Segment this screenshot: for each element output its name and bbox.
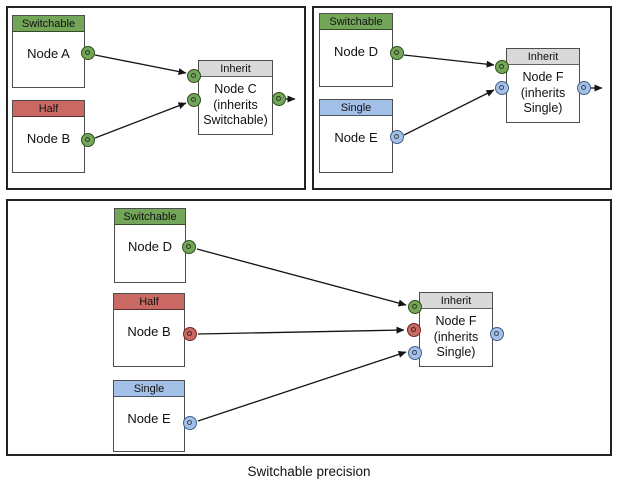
node-a-label: Node A — [27, 46, 70, 61]
node-d-bottom-label: Node D — [127, 239, 173, 254]
node-b-output-port — [81, 133, 95, 147]
node-c-header: Inherit — [199, 61, 272, 77]
node-e-header: Single — [320, 100, 392, 116]
node-a-header: Switchable — [13, 16, 84, 32]
node-f-bottom-label: Node F (inherits Single) — [433, 314, 479, 359]
node-c-output-port — [272, 92, 286, 106]
node-d-bottom: Switchable Node D — [114, 208, 186, 283]
node-a: Switchable Node A — [12, 15, 85, 88]
node-a-output-port — [81, 46, 95, 60]
node-d-label: Node D — [333, 44, 379, 59]
node-c: Inherit Node C (inherits Switchable) — [198, 60, 273, 135]
node-e-bottom: Single Node E — [113, 380, 185, 452]
node-f-bottom-input-port-3 — [408, 346, 422, 360]
node-e-bottom-output-port — [183, 416, 197, 430]
node-f-label: Node F (inherits Single) — [520, 70, 566, 115]
node-b-bottom-output-port — [183, 327, 197, 341]
node-e-bottom-label: Node E — [127, 411, 171, 426]
node-e: Single Node E — [319, 99, 393, 173]
node-f-bottom-output-port — [490, 327, 504, 341]
node-c-label: Node C (inherits Switchable) — [203, 82, 268, 127]
node-f: Inherit Node F (inherits Single) — [506, 48, 580, 123]
node-b-label: Node B — [26, 131, 71, 146]
node-d: Switchable Node D — [319, 13, 393, 87]
node-d-output-port — [390, 46, 404, 60]
node-c-input-port-1 — [187, 69, 201, 83]
node-b-bottom-header: Half — [114, 294, 184, 310]
node-b-header: Half — [13, 101, 84, 117]
node-f-bottom: Inherit Node F (inherits Single) — [419, 292, 493, 367]
node-b-bottom: Half Node B — [113, 293, 185, 367]
node-f-bottom-input-port-2 — [407, 323, 421, 337]
node-f-output-port — [577, 81, 591, 95]
node-e-output-port — [390, 130, 404, 144]
node-e-bottom-header: Single — [114, 381, 184, 397]
node-d-header: Switchable — [320, 14, 392, 30]
node-c-input-port-2 — [187, 93, 201, 107]
node-f-bottom-input-port-1 — [408, 300, 422, 314]
node-f-bottom-header: Inherit — [420, 293, 492, 309]
node-f-input-port-1 — [495, 60, 509, 74]
node-d-bottom-output-port — [182, 240, 196, 254]
node-b: Half Node B — [12, 100, 85, 173]
figure-caption: Switchable precision — [247, 464, 371, 479]
node-e-label: Node E — [334, 130, 378, 145]
node-f-header: Inherit — [507, 49, 579, 65]
node-b-bottom-label: Node B — [127, 324, 171, 339]
panel-bottom — [6, 199, 612, 456]
node-d-bottom-header: Switchable — [115, 209, 185, 225]
node-f-input-port-2 — [495, 81, 509, 95]
